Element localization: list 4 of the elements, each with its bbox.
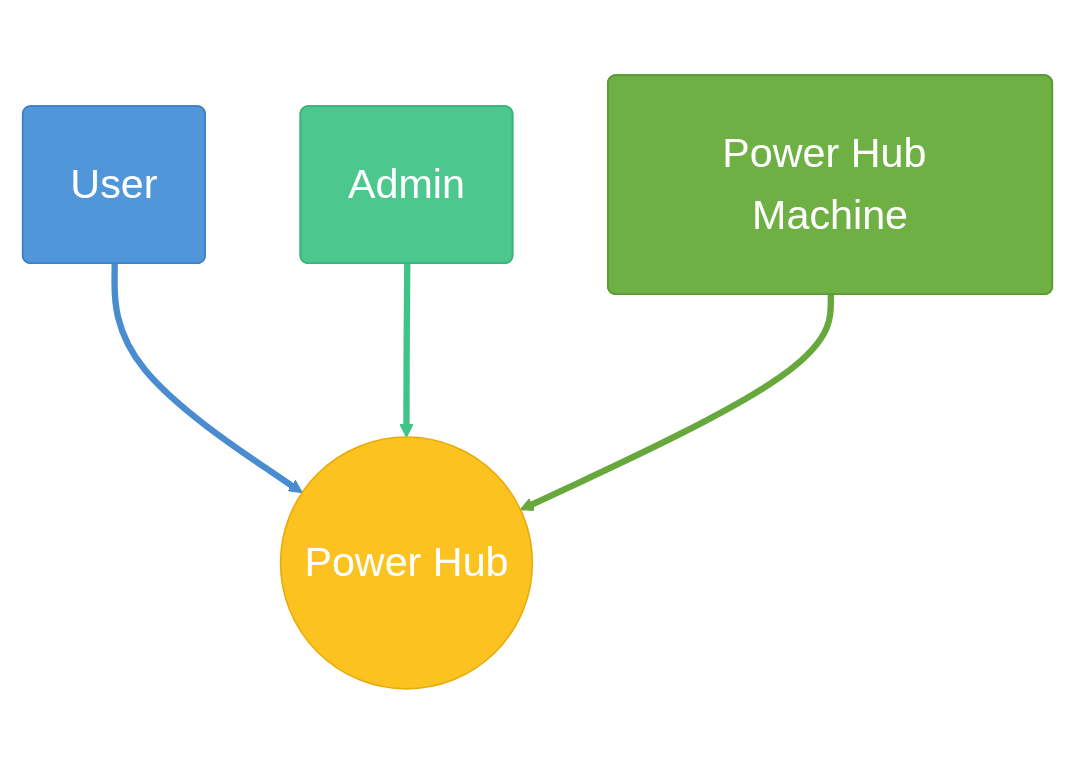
arrow <box>399 264 414 438</box>
arrow <box>519 294 835 511</box>
arrow <box>111 264 303 494</box>
node-circle: Power Hub <box>279 436 534 690</box>
